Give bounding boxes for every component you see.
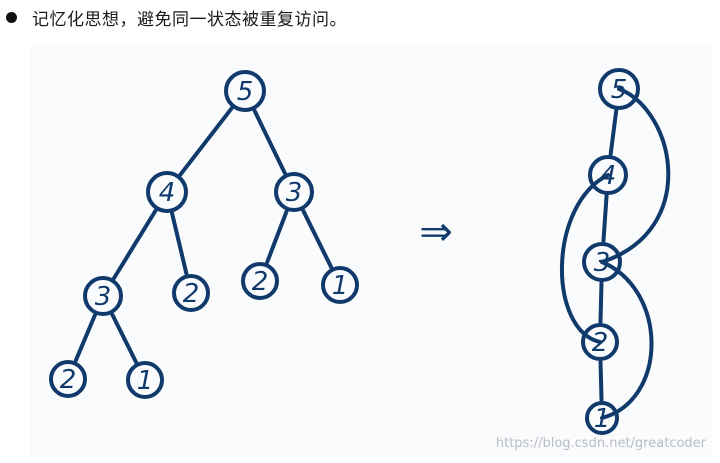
- dag-edge-m3-m2: [598, 280, 604, 325]
- dag-edge-m4-m2: [560, 173, 610, 344]
- tree-node-t5: 5: [224, 70, 266, 112]
- tree-edge-t3a-t2b: [265, 209, 289, 265]
- tree-node-label: 2: [183, 279, 200, 309]
- tree-node-label: 3: [95, 282, 112, 312]
- dag-node-label: 5: [611, 75, 628, 105]
- transform-arrow-icon: ⇒: [419, 209, 453, 255]
- tree-node-label: 4: [159, 178, 176, 208]
- tree-node-t3a: 3: [274, 172, 314, 212]
- dag-node-label: 4: [600, 161, 617, 191]
- dag-node-circle: [581, 323, 619, 361]
- tree-node-label: 1: [332, 271, 349, 301]
- tree-edge-t3b-t1b: [110, 312, 139, 365]
- tree-node-circle: [49, 360, 87, 398]
- dag-node-m4: 4: [588, 155, 628, 195]
- tree-node-label: 5: [237, 77, 254, 107]
- dag-node-circle: [598, 68, 640, 110]
- bullet-dot-icon: [6, 11, 17, 23]
- watermark: https://blog.csdn.net/greatcoder: [496, 436, 707, 451]
- tree-node-t1b: 1: [126, 361, 164, 399]
- tree-node-circle: [321, 266, 359, 304]
- dag-node-label: 3: [594, 248, 611, 278]
- dag-edge-m5-m3: [600, 87, 671, 264]
- tree-node-circle: [126, 361, 164, 399]
- edges-layer: [73, 87, 671, 420]
- tree-edge-t4-t3b: [112, 208, 158, 281]
- tree-node-t2b: 2: [241, 262, 279, 300]
- dag-edge-m2-m1: [598, 359, 604, 403]
- tree-edge-t3a-t1a: [301, 208, 334, 270]
- tree-edge-t3b-t2c: [73, 313, 97, 363]
- tree-node-label: 3: [286, 178, 303, 208]
- tree-edge-t5-t3a: [252, 108, 287, 176]
- dag-node-m5: 5: [598, 68, 640, 110]
- tree-node-circle: [274, 172, 314, 212]
- tree-node-label: 2: [60, 365, 77, 395]
- nodes-layer: 5 4 3 3 2 2 1 2 1 5 4 3 2 1: [49, 68, 640, 435]
- dag-node-circle: [582, 242, 622, 282]
- bullet-point: 记忆化思想，避免同一状态被重复访问。: [6, 4, 347, 30]
- tree-node-circle: [172, 274, 210, 312]
- dag-edge-m5-m4: [608, 108, 619, 157]
- dag-node-circle: [585, 401, 619, 435]
- dag-node-m2: 2: [581, 323, 619, 361]
- tree-node-t2a: 2: [172, 274, 210, 312]
- dag-node-m1: 1: [585, 401, 619, 435]
- dag-node-label: 1: [594, 404, 611, 434]
- tree-node-label: 1: [137, 366, 154, 396]
- tree-node-label: 2: [252, 267, 269, 297]
- tree-node-t2c: 2: [49, 360, 87, 398]
- tree-node-circle: [83, 276, 123, 316]
- tree-edge-t4-t2a: [170, 211, 189, 276]
- dag-node-m3: 3: [582, 242, 622, 282]
- tree-node-t4: 4: [146, 171, 188, 213]
- dag-node-label: 2: [592, 328, 609, 358]
- dag-node-circle: [588, 155, 628, 195]
- tree-edge-t5-t4: [178, 106, 234, 177]
- tree-node-circle: [224, 70, 266, 112]
- diagram-panel: [30, 44, 712, 456]
- tree-node-circle: [146, 171, 188, 213]
- tree-node-circle: [241, 262, 279, 300]
- tree-node-t3b: 3: [83, 276, 123, 316]
- tree-node-t1a: 1: [321, 266, 359, 304]
- dag-edge-m3-m1: [600, 260, 654, 420]
- dag-edge-m4-m3: [601, 193, 609, 244]
- heading-text: 记忆化思想，避免同一状态被重复访问。: [32, 9, 347, 30]
